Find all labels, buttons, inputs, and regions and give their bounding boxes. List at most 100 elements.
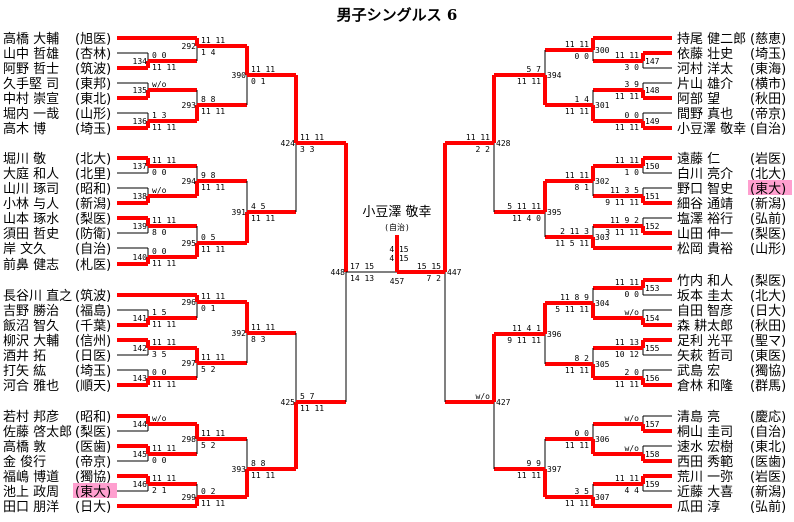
player-school: (昭和) (75, 410, 111, 425)
match-number: 149 (645, 117, 660, 126)
match-number: 144 (133, 420, 148, 429)
match-number: 138 (133, 192, 148, 201)
match-score-top: 11 11 (251, 65, 275, 74)
player-school: (梨医) (75, 425, 111, 440)
player-name: 松岡 貴裕 (677, 242, 733, 257)
match-score-top: 11 9 2 (610, 216, 639, 225)
player-name: 森 耕太郎 (677, 318, 733, 334)
player-school: (東医) (750, 348, 786, 364)
match-score-bottom: 11 11 (152, 63, 176, 72)
player-school: (東邦) (75, 76, 111, 92)
match-number: 397 (547, 465, 562, 474)
player-school: (埼玉) (75, 364, 111, 379)
match-score-top: 11 11 (201, 429, 225, 438)
player-name: 山本 琢水 (3, 212, 59, 227)
match-score-top: w/o (476, 392, 491, 401)
match-score-bottom: 0 1 (251, 77, 266, 86)
match-score-bottom: 8 0 (152, 228, 167, 237)
match-number: 141 (133, 314, 148, 323)
player-school: (日大) (75, 500, 111, 515)
player-name: 塩澤 裕行 (677, 212, 733, 227)
player-name: 前鼻 健志 (3, 257, 59, 273)
player-school: (山形) (75, 107, 111, 122)
player-name: 柳沢 大輔 (3, 334, 59, 349)
match-score-top: 11 13 (615, 338, 639, 347)
match-score-top: 11 11 (565, 40, 589, 49)
player-school: (新潟) (750, 484, 786, 500)
player-name: 池上 政周 (3, 485, 59, 500)
match-number: 391 (232, 208, 247, 217)
player-school: (札医) (75, 258, 111, 273)
match-score-top: 0 0 (575, 429, 590, 438)
player-school: (秋田) (750, 92, 786, 107)
player-school: (東北) (75, 91, 111, 107)
match-score-top: 0 0 (625, 111, 640, 120)
player-name: 遠藤 仁 (677, 152, 720, 167)
match-score-top: 0 0 (152, 51, 167, 60)
match-score-bottom: 11 11 (517, 471, 541, 480)
match-score-top: 11 11 (615, 474, 639, 483)
match-score-top: 11 11 (251, 323, 275, 332)
match-score-top: 0 0 (152, 368, 167, 377)
match-number: 142 (133, 344, 148, 353)
match-score-top: w/o (152, 186, 167, 195)
player-name: 依藤 壮史 (677, 47, 733, 62)
player-school: (帝京) (750, 106, 786, 122)
player-school: (筑波) (75, 61, 111, 77)
player-name: 武島 宏 (677, 364, 720, 379)
match-number: 295 (182, 239, 197, 248)
player-school: (獨協) (750, 364, 786, 379)
match-number: 301 (595, 101, 610, 110)
final-match-number: 457 (390, 277, 405, 286)
player-school: (弘前) (750, 499, 786, 515)
match-score-bottom: 9 11 11 (605, 198, 639, 207)
match-score-top: 11 11 (615, 51, 639, 60)
player-school: (医歯) (750, 455, 786, 470)
match-number: 146 (133, 480, 148, 489)
match-score-bottom: 3 5 (152, 350, 167, 359)
player-school: (弘前) (750, 211, 786, 227)
match-score-bottom: 11 11 (152, 380, 176, 389)
match-score-top: 8 8 (201, 95, 216, 104)
match-number: 294 (182, 177, 197, 186)
match-number: 299 (182, 493, 197, 502)
match-number: 293 (182, 101, 197, 110)
match-number: 139 (133, 222, 148, 231)
match-number: 395 (547, 208, 562, 217)
match-score-bottom: 1 0 (625, 168, 640, 177)
match-score-bottom: 11 5 11 (555, 239, 589, 248)
match-score-top: 3 9 (625, 80, 640, 89)
match-number: 155 (645, 344, 660, 353)
match-score-top: 11 11 (201, 36, 225, 45)
match-score-top: 11 11 (565, 171, 589, 180)
match-score-top: 15 15 (417, 262, 441, 271)
match-score-top: w/o (152, 414, 167, 423)
match-score-bottom: 11 11 (565, 107, 589, 116)
match-score-bottom: 10 12 (615, 350, 639, 359)
match-number: 447 (447, 268, 462, 277)
player-name: 間野 真也 (677, 107, 733, 122)
match-score-bottom: 11 11 (152, 123, 176, 132)
match-score-bottom: 11 11 (201, 499, 225, 508)
match-number: 150 (645, 162, 660, 171)
player-school: (自治) (750, 122, 786, 137)
player-name: 山川 琢司 (3, 182, 59, 197)
player-name: 白川 亮介 (677, 166, 733, 182)
player-school: (日医) (75, 349, 111, 364)
match-number: 136 (133, 117, 148, 126)
highlight-marker (748, 180, 792, 195)
player-name: 小豆澤 敬幸 (677, 121, 746, 137)
match-number: 448 (331, 268, 346, 277)
player-school: (医歯) (75, 440, 111, 455)
player-school: (自治) (750, 425, 786, 440)
match-number: 296 (182, 298, 197, 307)
player-school: (新潟) (750, 196, 786, 212)
match-number: 300 (595, 46, 610, 55)
player-school: (福島) (75, 304, 111, 319)
match-score-bottom: 1 4 (201, 48, 216, 57)
match-score-bottom: 11 11 (201, 107, 225, 116)
player-name: 竹内 和人 (677, 273, 733, 289)
match-score-bottom: 14 13 (350, 274, 374, 283)
match-score-top: 11 11 (152, 444, 176, 453)
